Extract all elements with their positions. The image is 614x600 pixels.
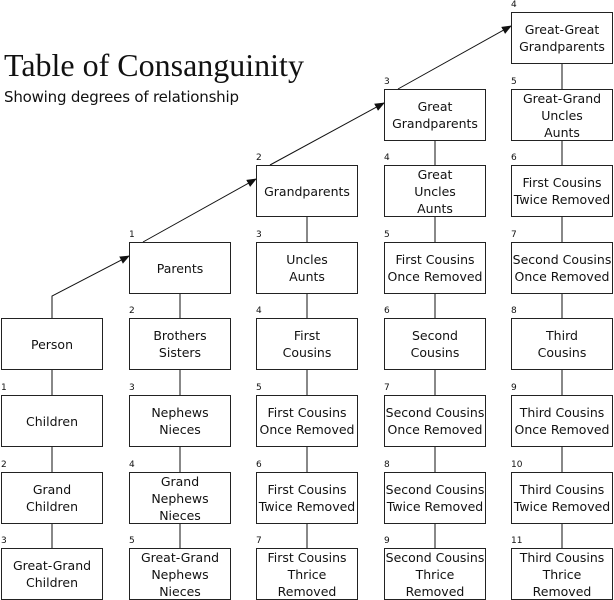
relation-box: Third Cousins — [511, 318, 613, 370]
degree-number: 9 — [511, 383, 517, 393]
relation-box: First Cousins Twice Removed — [256, 472, 358, 524]
degree-number: 3 — [256, 230, 262, 240]
relation-box: Great-Grand Nephews Nieces — [129, 548, 231, 600]
relation-box: First Cousins Thrice Removed — [256, 548, 358, 600]
degree-number: 9 — [384, 536, 390, 546]
undefined — [397, 25, 512, 90]
relation-box: Great Uncles Aunts — [384, 165, 486, 217]
relation-box: Grand Children — [1, 472, 103, 524]
relation-box: Nephews Nieces — [129, 395, 231, 447]
relation-box: Grandparents — [256, 165, 358, 217]
relation-box: Parents — [129, 242, 231, 294]
relation-box: Uncles Aunts — [256, 242, 358, 294]
relation-box: Third Cousins Once Removed — [511, 395, 613, 447]
degree-number: 10 — [511, 460, 523, 470]
relation-box: Third Cousins Thrice Removed — [511, 548, 613, 600]
relation-box: Great Grandparents — [384, 89, 486, 141]
relation-box: Great-Grand Children — [1, 548, 103, 600]
degree-number: 7 — [256, 536, 262, 546]
relation-box: Second Cousins — [384, 318, 486, 370]
degree-number: 4 — [129, 460, 135, 470]
relation-box: Great-Grand Uncles Aunts — [511, 89, 613, 141]
relation-box: Great-Great Grandparents — [511, 12, 613, 64]
relation-box: Grand Nephews Nieces — [129, 472, 231, 524]
relation-box: Second Cousins Twice Removed — [384, 472, 486, 524]
degree-number: 5 — [511, 77, 517, 87]
undefined — [142, 178, 257, 243]
relation-box: Person — [1, 318, 103, 370]
diagram-title: Table of Consanguinity — [4, 47, 304, 83]
degree-number: 1 — [1, 383, 7, 393]
relation-box: First Cousins — [256, 318, 358, 370]
degree-number: 4 — [256, 306, 262, 316]
degree-number: 2 — [1, 460, 7, 470]
degree-number: 6 — [384, 306, 390, 316]
degree-number: 6 — [511, 153, 517, 163]
relation-box: First Cousins Once Removed — [384, 242, 486, 294]
undefined — [51, 255, 130, 318]
relation-box: Second Cousins Once Removed — [384, 395, 486, 447]
undefined — [269, 102, 385, 166]
degree-number: 5 — [384, 230, 390, 240]
relation-box: Second Cousins Once Removed — [511, 242, 613, 294]
degree-number: 3 — [384, 77, 390, 87]
degree-number: 8 — [511, 306, 517, 316]
relation-box: Third Cousins Twice Removed — [511, 472, 613, 524]
degree-number: 7 — [511, 230, 517, 240]
degree-number: 2 — [129, 306, 135, 316]
relation-box: First Cousins Once Removed — [256, 395, 358, 447]
degree-number: 7 — [384, 383, 390, 393]
degree-number: 4 — [511, 0, 517, 10]
degree-number: 6 — [256, 460, 262, 470]
degree-number: 2 — [256, 153, 262, 163]
degree-number: 5 — [256, 383, 262, 393]
degree-number: 1 — [129, 230, 135, 240]
degree-number: 11 — [511, 536, 523, 546]
relation-box: Brothers Sisters — [129, 318, 231, 370]
degree-number: 3 — [129, 383, 135, 393]
degree-number: 5 — [129, 536, 135, 546]
degree-number: 4 — [384, 153, 390, 163]
relation-box: Children — [1, 395, 103, 447]
relation-box: Second Cousins Thrice Removed — [384, 548, 486, 600]
degree-number: 8 — [384, 460, 390, 470]
degree-number: 3 — [1, 536, 7, 546]
relation-box: First Cousins Twice Removed — [511, 165, 613, 217]
diagram-subtitle: Showing degrees of relationship — [4, 88, 239, 106]
